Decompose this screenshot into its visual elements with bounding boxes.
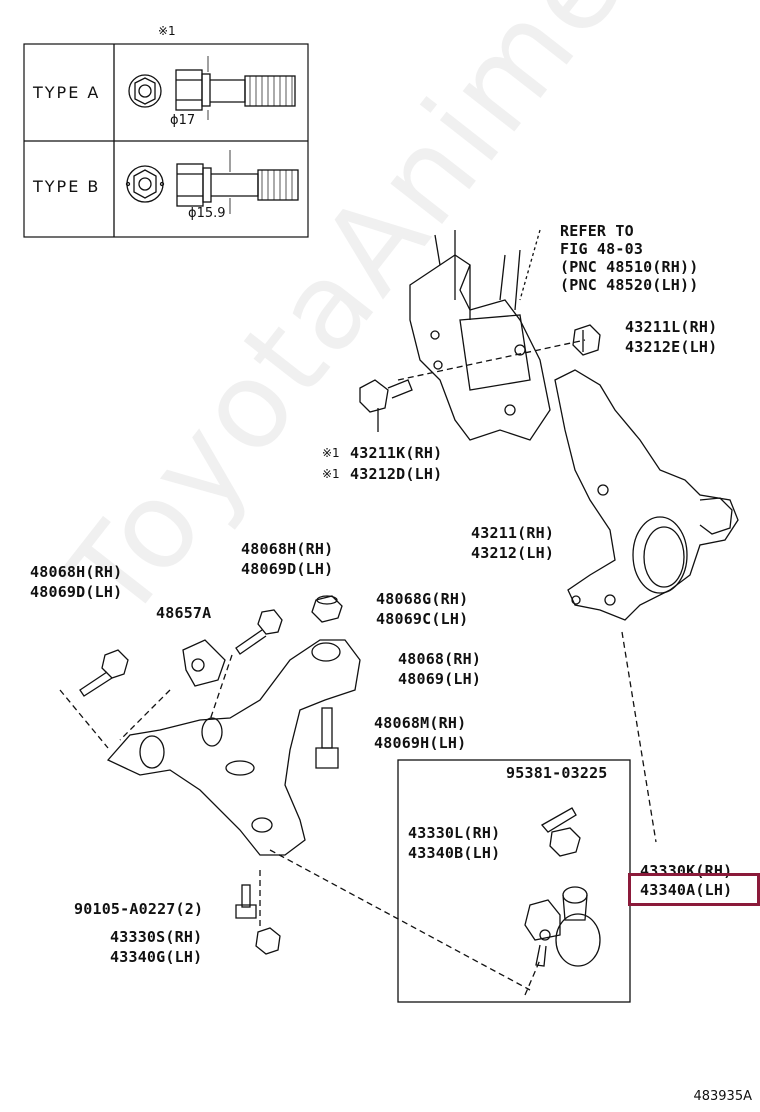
legend-type-b-diameter: ϕ15.9 [188, 206, 226, 221]
part-48069H[interactable]: 48069H(LH) [374, 734, 467, 752]
flange-nut-icon [572, 324, 601, 356]
nut-43330s-icon [255, 927, 281, 955]
selected-part-highlight [628, 873, 760, 906]
ball-joint-box [397, 759, 631, 1003]
type-a-hub-bolt-icon [128, 56, 296, 120]
part-43340A[interactable]: 43340A(LH) [640, 881, 733, 899]
bolt-48068m-icon [315, 707, 339, 769]
nut-48068g-icon [311, 595, 343, 623]
part-48068M[interactable]: 48068M(RH) [374, 714, 467, 732]
steering-knuckle-outline [554, 369, 739, 621]
type-b-hub-bolt-icon [125, 150, 299, 214]
part-43330S[interactable]: 43330S(RH) [110, 928, 203, 946]
part-48069[interactable]: 48069(LH) [398, 670, 482, 688]
castle-nut-icon [549, 827, 581, 857]
part-48069D-center[interactable]: 48069D(LH) [241, 560, 334, 578]
part-43212[interactable]: 43212(LH) [471, 544, 555, 562]
bushing-48657a-icon [182, 639, 226, 687]
bolt-48068h-left-icon [79, 649, 129, 697]
part-43211[interactable]: 43211(RH) [471, 524, 555, 542]
refer-line-4: (PNC 48520(LH)) [560, 276, 699, 294]
bolt-90105-icon [235, 884, 257, 919]
part-95381[interactable]: 95381-03225 [506, 764, 608, 782]
legend-type-b-label: TYPE B [33, 177, 101, 196]
note-mark-43211K: ※1 [322, 446, 340, 460]
note-mark-43212D: ※1 [322, 467, 340, 481]
flange-bolt-icon [359, 379, 413, 432]
part-43340G[interactable]: 43340G(LH) [110, 948, 203, 966]
diagram-id: 483935A [693, 1089, 752, 1104]
part-48068H-left[interactable]: 48068H(RH) [30, 563, 123, 581]
part-48069D-left[interactable]: 48069D(LH) [30, 583, 123, 601]
refer-line-3: (PNC 48510(RH)) [560, 258, 699, 276]
part-48069C[interactable]: 48069C(LH) [376, 610, 469, 628]
legend-note-mark: ※1 [158, 24, 176, 38]
part-43330L[interactable]: 43330L(RH) [408, 824, 501, 842]
bolt-48068h-center-icon [235, 609, 283, 655]
part-48657A[interactable]: 48657A [156, 604, 212, 622]
part-43340B[interactable]: 43340B(LH) [408, 844, 501, 862]
ball-joint-icon [524, 886, 601, 967]
legend-type-a-label: TYPE A [33, 83, 101, 102]
part-43212E[interactable]: 43212E(LH) [625, 338, 718, 356]
legend-type-a-diameter: ϕ17 [170, 113, 196, 128]
part-43211K[interactable]: 43211K(RH) [350, 444, 443, 462]
part-43211L[interactable]: 43211L(RH) [625, 318, 718, 336]
part-90105[interactable]: 90105-A0227(2) [74, 900, 204, 918]
refer-line-1: REFER TO [560, 222, 634, 240]
lower-control-arm-outline [106, 639, 361, 856]
part-48068H-center[interactable]: 48068H(RH) [241, 540, 334, 558]
refer-line-2: FIG 48-03 [560, 240, 644, 258]
strut-assembly-outline [397, 229, 586, 441]
part-48068G[interactable]: 48068G(RH) [376, 590, 469, 608]
legend-table [23, 43, 309, 238]
part-48068[interactable]: 48068(RH) [398, 650, 482, 668]
cotter-pin-icon [540, 807, 577, 833]
part-43212D[interactable]: 43212D(LH) [350, 465, 443, 483]
